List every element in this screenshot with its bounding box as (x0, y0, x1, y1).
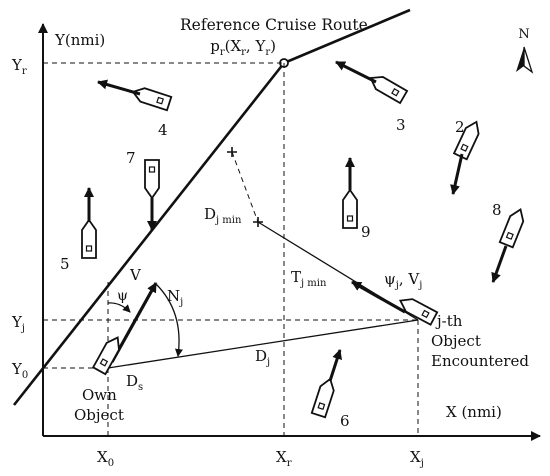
ship-2-number: 2 (455, 118, 465, 136)
ship-6-number: 6 (340, 412, 350, 430)
y-axis-label: Y(nmi) (54, 31, 105, 49)
y0-label: Y0 (11, 360, 28, 381)
ship-7 (144, 159, 160, 231)
jth-label-line2: Object (431, 332, 481, 350)
nj-label: Nj (167, 287, 183, 308)
ship-5 (81, 187, 97, 259)
ds-label: Ds (126, 372, 143, 393)
pr-label: pr(Xr, Yr) (210, 37, 276, 58)
yr-label: Yr (11, 56, 27, 77)
psij-vj-vector (351, 280, 406, 314)
ship-8 (491, 205, 528, 283)
ship-4-number: 4 (158, 121, 168, 139)
ship-5-number: 5 (60, 255, 70, 273)
axes (38, 23, 541, 441)
ship-4 (97, 79, 173, 112)
psi-arc (107, 302, 131, 313)
ship-7-number: 7 (126, 149, 136, 167)
route-line-upper (283, 8, 411, 65)
ship-2 (450, 118, 484, 195)
ship-8-number: 8 (492, 201, 502, 219)
psij-vj-label: ψj, Vj (384, 270, 422, 291)
cross-dmin-point (253, 217, 263, 227)
ship-3-number: 3 (396, 116, 406, 134)
jth-label-line3: Encountered (431, 352, 529, 370)
yj-label: Yj (11, 313, 25, 334)
route-line-lower (12, 62, 286, 406)
reference-route (12, 8, 411, 406)
route-label: Reference Cruise Route (180, 16, 368, 34)
labels: Y(nmi) X (nmi) Reference Cruise Route pr… (11, 16, 529, 469)
xr-label: Xr (276, 448, 292, 469)
djmin-label: Dj min (204, 205, 242, 226)
north-indicator: N (516, 27, 534, 74)
v-label: V (129, 266, 142, 284)
jth-label-line1: j-th (435, 312, 463, 330)
dj-label: Dj (255, 347, 270, 368)
x-axis-label: X (nmi) (446, 403, 502, 421)
psi-label: ψ (117, 288, 128, 304)
ship-9 (342, 157, 358, 229)
own-object-label-line1: Own (82, 386, 117, 404)
x0-label: X0 (97, 448, 114, 469)
dmin-link (231, 151, 259, 223)
own-object-label-line2: Object (74, 406, 124, 424)
xj-label: Xj (410, 448, 424, 469)
guide-lines (43, 62, 419, 436)
cross-route-point (227, 147, 237, 157)
north-arrow-icon (516, 47, 524, 72)
ship-6 (310, 349, 342, 419)
tjmin-label: Tj min (291, 268, 327, 289)
ship-3 (335, 60, 408, 104)
north-label: N (518, 27, 529, 42)
ship-9-number: 9 (361, 223, 371, 241)
nj-arc (155, 283, 183, 357)
dj-line (107, 319, 419, 369)
